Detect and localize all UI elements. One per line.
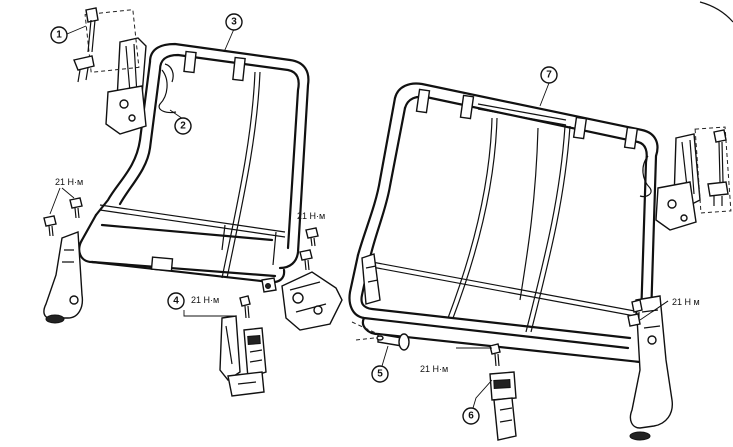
- left-bolts: [43, 187, 83, 237]
- svg-text:6: 6: [468, 411, 474, 422]
- svg-text:2: 2: [180, 121, 186, 132]
- callout-7: 7: [540, 66, 558, 84]
- hinge-pin-5: [351, 321, 410, 351]
- right-seatback-frame: [348, 82, 673, 441]
- seat-belt-buckle-6: [489, 343, 517, 441]
- callout-3: 3: [225, 13, 243, 31]
- callout-4: 4: [167, 292, 185, 310]
- svg-text:7: 7: [546, 70, 552, 81]
- svg-text:5: 5: [377, 369, 383, 380]
- torque-label-buckle-6: 21 Н·м: [420, 364, 448, 374]
- corner-arc: [699, 1, 733, 23]
- left-seatback-frame: [43, 42, 310, 324]
- torque-label-left: 21 Н·м: [55, 177, 83, 187]
- left-latch-assembly: [73, 7, 177, 135]
- callout-1: 1: [50, 26, 68, 44]
- center-hinge-bracket: [261, 227, 343, 331]
- callout-5: 5: [371, 365, 389, 383]
- callout-leaders: [66, 25, 669, 409]
- svg-text:4: 4: [173, 296, 179, 307]
- callout-2: 2: [174, 117, 192, 135]
- seat-belt-buckle-4: [219, 295, 267, 397]
- torque-label-center: 21 Н·м: [297, 211, 325, 221]
- svg-text:1: 1: [56, 30, 62, 41]
- right-latch-assembly: [639, 126, 732, 231]
- callout-6: 6: [462, 407, 480, 425]
- svg-text:3: 3: [231, 17, 237, 28]
- torque-label-right: 21 Н м: [672, 297, 700, 307]
- torque-label-buckle-4: 21 Н·м: [191, 295, 219, 305]
